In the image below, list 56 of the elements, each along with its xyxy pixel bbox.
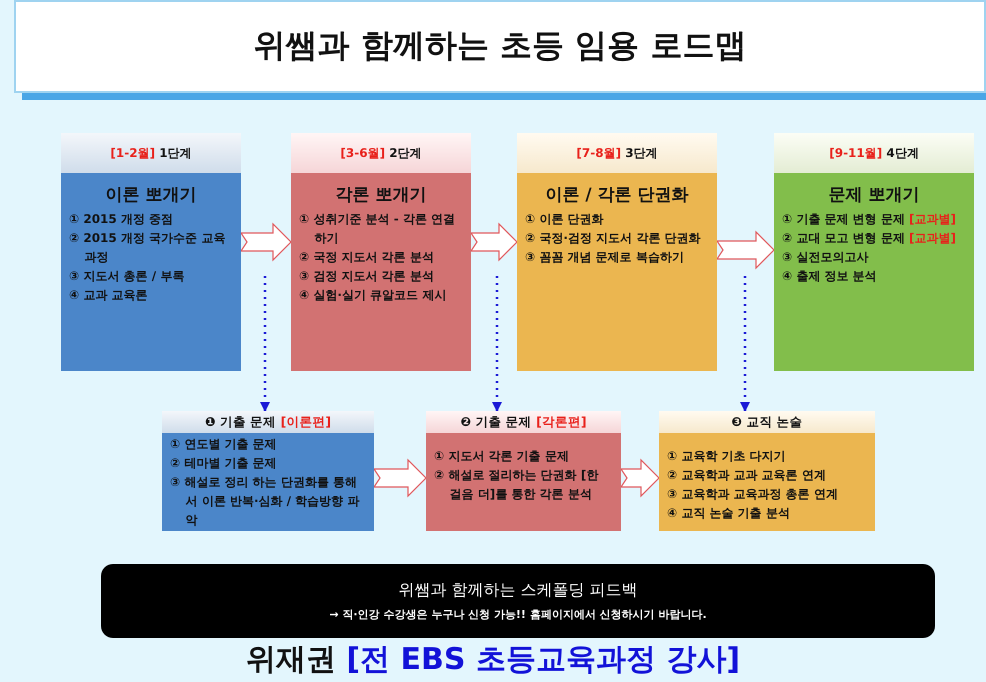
list-item: ③ 꼼꼼 개념 문제로 복습하기 — [525, 249, 685, 266]
stage-card — [774, 133, 974, 371]
list-item: ① 이론 단권화 — [525, 211, 605, 228]
author-note: [전 EBS 초등교육과정 강사] — [345, 642, 740, 677]
list-item: ② 해설로 절리하는 단권화 [한 걸음 더]를 통한 각론 분석 — [434, 467, 600, 503]
list-item: ③ 검정 지도서 각론 분석 — [299, 268, 435, 285]
list-item: ③ 해설로 정리 하는 단권화를 통해서 이론 반복·심화 / 학습방향 파악 — [170, 474, 360, 529]
stage-card — [291, 133, 471, 371]
dotted-arrow — [492, 276, 502, 412]
dotted-arrow — [260, 276, 270, 412]
block-arrow — [372, 458, 427, 498]
dotted-arrow — [740, 276, 750, 412]
card-title: 문제 뽀개기 — [828, 184, 920, 206]
header-text: [7-8월] 3단계 — [576, 144, 658, 162]
block-arrow — [470, 222, 518, 262]
list-item: ① 교육학 기초 다지기 — [667, 448, 787, 465]
list-item: ① 2015 개정 중점 — [69, 211, 174, 228]
stage-card — [61, 133, 241, 371]
list-item: ④ 교과 교육론 — [69, 287, 149, 304]
list-item: ④ 교직 논술 기출 분석 — [667, 505, 791, 522]
banner-note: → 직·인강 수강생은 누구나 신청 가능!! 홈페이지에서 신청하시기 바랍니다. — [329, 607, 707, 622]
block-arrow — [620, 458, 660, 498]
header-text: [9-11월] 4단계 — [829, 144, 919, 162]
header-text: [3-6월] 2단계 — [340, 144, 422, 162]
card-title: 각론 뽀개기 — [334, 184, 428, 206]
header-text: ❸ 교직 논술 — [731, 414, 803, 430]
header-text: [1-2월] 1단계 — [110, 144, 192, 162]
list-item: ② 테마별 기출 문제 — [170, 455, 278, 472]
list-item: ③ 실전모의고사 — [782, 249, 870, 266]
list-item: ① 지도서 각론 기출 문제 — [434, 448, 570, 465]
stage-card — [517, 133, 717, 371]
header-text: ❶ 기출 문제 [이론편] — [204, 414, 332, 430]
list-item: ② 국정 지도서 각론 분석 — [299, 249, 435, 266]
feedback-banner — [101, 564, 935, 638]
exam-card — [162, 411, 374, 531]
card-title: 이론 / 각론 단권화 — [544, 184, 690, 206]
list-item: ① 기출 문제 변형 문제 [교과별] — [782, 211, 958, 228]
list-item: ④ 출제 정보 분석 — [782, 268, 878, 285]
banner-heading: 위쌤과 함께하는 스케폴딩 피드백 — [398, 580, 638, 601]
list-item: ① 성취기준 분석 - 각론 연결하기 — [299, 211, 456, 247]
exam-card — [426, 411, 621, 531]
list-item: ④ 실험·실기 큐알코드 제시 — [299, 287, 448, 304]
exam-card — [659, 411, 875, 531]
block-arrow — [716, 230, 775, 270]
list-item: ③ 지도서 총론 / 부록 — [69, 268, 186, 285]
card-title: 이론 뽀개기 — [104, 184, 198, 206]
list-item: ③ 교육학과 교육과정 총론 연계 — [667, 486, 839, 503]
list-item: ② 교대 모고 변형 문제 [교과별] — [782, 230, 958, 247]
block-arrow — [240, 222, 292, 262]
list-item: ① 연도별 기출 문제 — [170, 436, 278, 453]
author-name: 위재권 — [246, 642, 336, 677]
header-text: ❷ 기출 문제 [각론편] — [460, 414, 587, 430]
list-item: ② 국정·검정 지도서 각론 단권화 — [525, 230, 702, 247]
list-item: ② 교육학과 교과 교육론 연계 — [667, 467, 827, 484]
list-item: ② 2015 개정 국가수준 교육과정 — [69, 230, 226, 266]
title: 위쌤과 함께하는 초등 임용 로드맵 — [252, 25, 748, 66]
